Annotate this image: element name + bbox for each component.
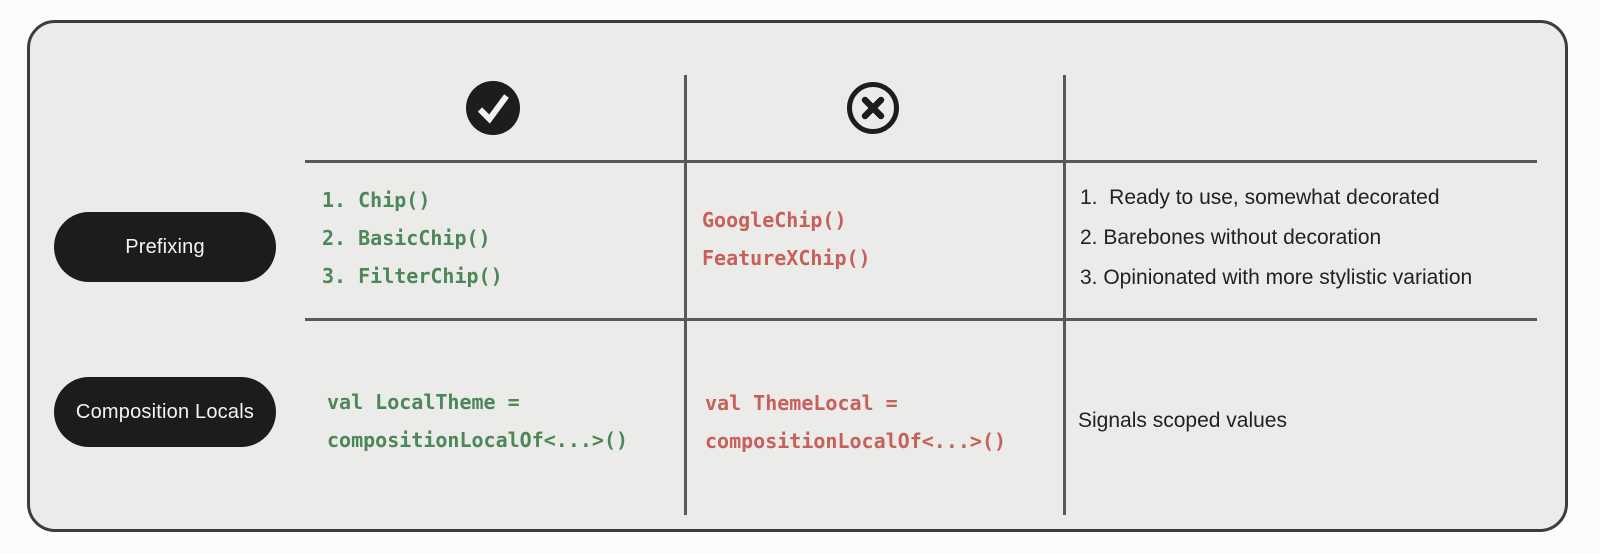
row-divider-2 <box>305 318 1537 321</box>
row-pill-label: Prefixing <box>125 235 205 258</box>
column-divider-1 <box>684 75 687 515</box>
good-code-composition-locals: val LocalTheme = compositionLocalOf<...>… <box>327 383 628 459</box>
bad-code-prefixing: GoogleChip() FeatureXChip() <box>702 201 871 277</box>
note-line: 1. Ready to use, somewhat decorated <box>1080 186 1440 209</box>
bad-code-line: FeatureXChip() <box>702 246 871 270</box>
note-line: Signals scoped values <box>1078 409 1287 432</box>
notes-prefixing: 1. Ready to use, somewhat decorated 2. B… <box>1080 178 1472 298</box>
good-code-line: 3. FilterChip() <box>322 264 503 288</box>
row-pill-composition-locals: Composition Locals <box>54 377 276 447</box>
row-pill-prefixing: Prefixing <box>54 212 276 282</box>
check-circle-icon <box>464 79 522 137</box>
note-line: 2. Barebones without decoration <box>1080 226 1382 249</box>
good-code-line: val LocalTheme = <box>327 390 520 414</box>
row-divider-1 <box>305 160 1537 163</box>
cross-circle-icon <box>845 80 901 136</box>
notes-composition-locals: Signals scoped values <box>1078 401 1287 441</box>
good-code-prefixing: 1. Chip() 2. BasicChip() 3. FilterChip() <box>322 181 503 295</box>
comparison-panel: Prefixing Composition Locals 1. Chip() 2… <box>27 20 1568 532</box>
good-code-line: compositionLocalOf<...>() <box>327 428 629 452</box>
row-pill-label: Composition Locals <box>75 400 255 423</box>
column-divider-2 <box>1063 75 1066 515</box>
bad-code-line: GoogleChip() <box>702 208 847 232</box>
bad-code-line: val ThemeLocal = <box>705 391 898 415</box>
good-code-line: 1. Chip() <box>322 188 431 212</box>
bad-code-line: compositionLocalOf<...>() <box>705 429 1007 453</box>
good-code-line: 2. BasicChip() <box>322 226 491 250</box>
bad-code-composition-locals: val ThemeLocal = compositionLocalOf<...>… <box>705 384 1006 460</box>
note-line: 3. Opinionated with more stylistic varia… <box>1080 266 1473 289</box>
